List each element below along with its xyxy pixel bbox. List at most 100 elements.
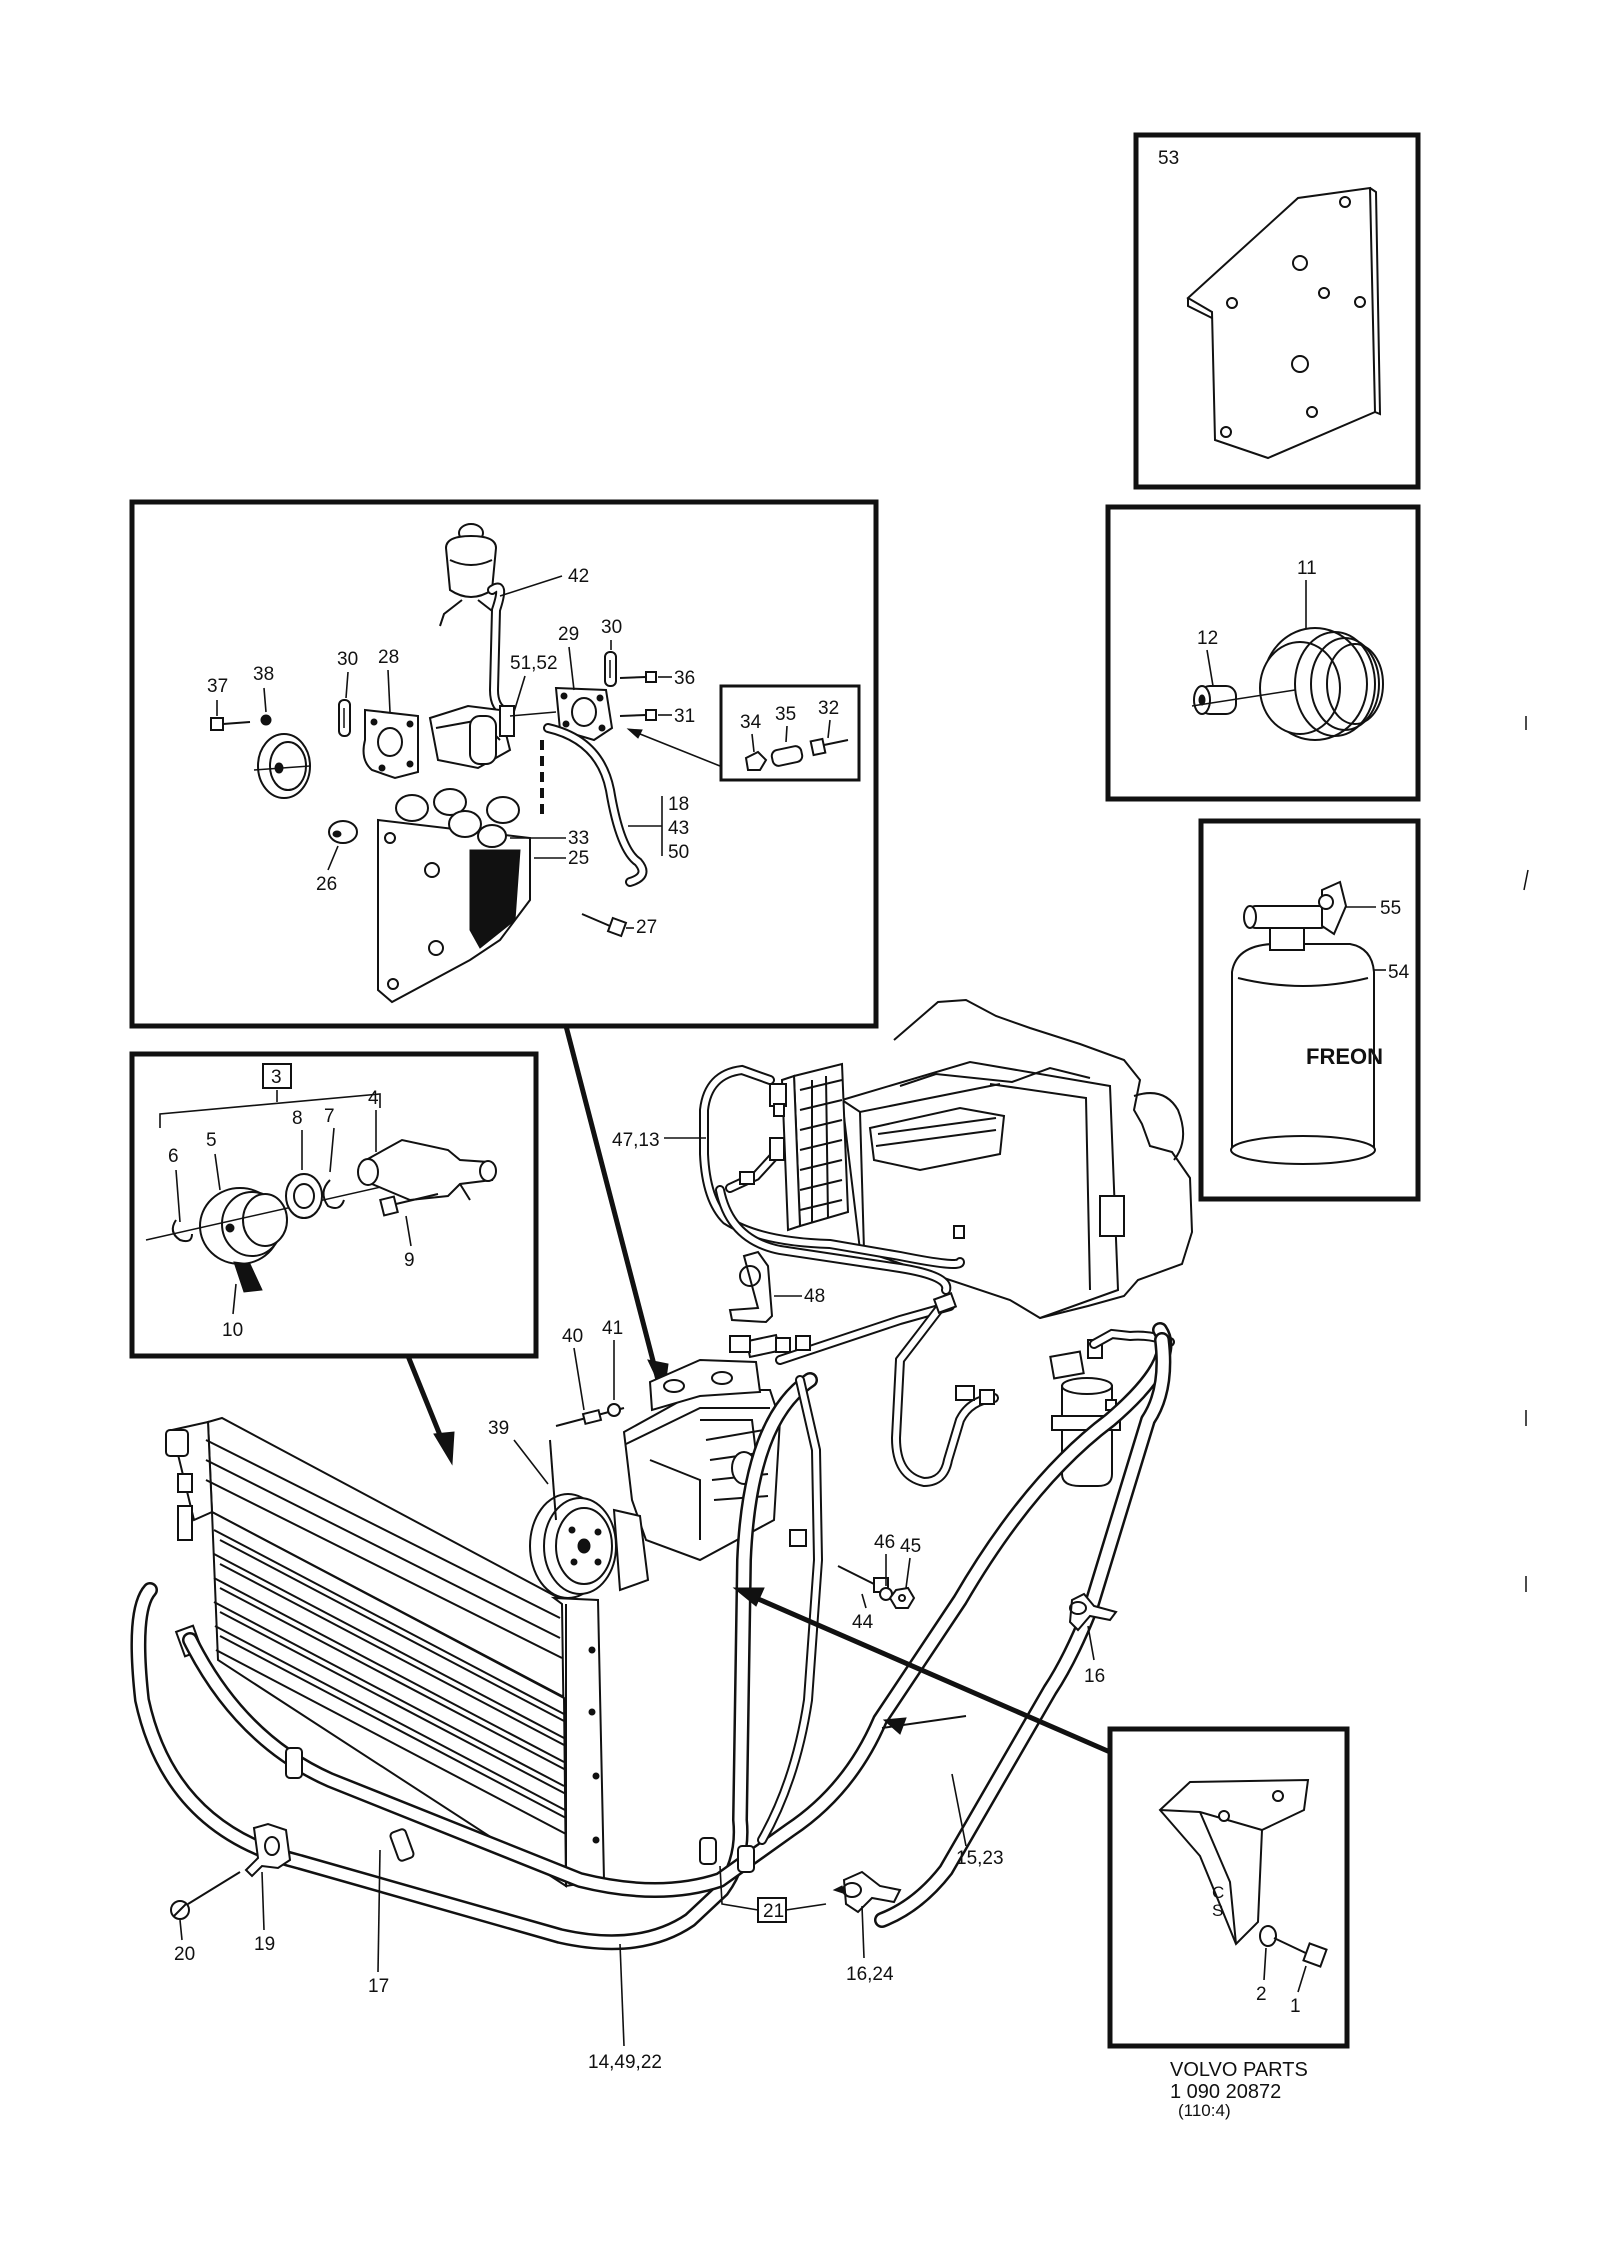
clip-21: [737, 1845, 755, 1873]
clamp-16: [1068, 1592, 1118, 1632]
evaporator-hoses-47-13: [699, 1064, 965, 1295]
bolt-27: [581, 913, 628, 938]
label-10: 10: [222, 1320, 243, 1341]
inset-box-53: 53: [1133, 132, 1421, 490]
label-31: 31: [674, 706, 695, 727]
label-21: 21: [763, 1901, 784, 1922]
label-25: 25: [568, 848, 589, 869]
bracket-29: [554, 686, 614, 742]
label-43: 43: [668, 818, 689, 839]
valve-55: [1243, 880, 1348, 951]
label-53: 53: [1158, 148, 1179, 169]
bolt-1: [1273, 1937, 1328, 1968]
label-45: 45: [900, 1536, 921, 1557]
clip-17: [389, 1828, 415, 1862]
label-39: 39: [488, 1418, 509, 1439]
label-19: 19: [254, 1934, 275, 1955]
clip-condenser-hose: [285, 1747, 303, 1779]
hose-drier-to-clip: [874, 1332, 1172, 1928]
footer-line-2: 1 090 20872: [1170, 2081, 1281, 2103]
pulley-11: [1259, 627, 1384, 741]
label-46: 46: [874, 1532, 895, 1553]
washer-38: [260, 714, 272, 726]
spacer-30-left: [338, 699, 351, 737]
svg-text:C: C: [1212, 1883, 1224, 1902]
label-28: 28: [378, 647, 399, 668]
bolt-31: [619, 709, 657, 721]
label-33: 33: [568, 828, 589, 849]
pump-body: [428, 704, 515, 770]
inset-box-pump-assembly: 42: [129, 499, 879, 1029]
clamp-48: [728, 1250, 774, 1324]
label-3: 3: [271, 1067, 282, 1088]
label-42: 42: [568, 566, 589, 587]
bushings-33: [395, 788, 520, 848]
label-1: 1: [1290, 1996, 1301, 2017]
bolt-9: [379, 1193, 439, 1217]
label-51-52: 51,52: [510, 653, 558, 674]
reservoir-42: [439, 523, 498, 627]
inset-sub-box-34-35-32: 34 35 32: [719, 684, 861, 782]
label-17: 17: [368, 1976, 389, 1997]
bolt-36: [619, 671, 657, 683]
label-14-49-22: 14,49,22: [588, 2052, 662, 2073]
compressor-clutch-pulley: [529, 1493, 650, 1599]
inset-box-11-12: 11 12: [1105, 504, 1421, 802]
label-3-box: [262, 1063, 292, 1089]
condenser: [165, 1416, 606, 1888]
freon-can-54: FREON: [1230, 943, 1383, 1165]
label-40: 40: [562, 1326, 583, 1347]
bearing-8: [285, 1173, 323, 1219]
hose-14-49-22: [130, 1372, 818, 1951]
label-44: 44: [852, 1612, 874, 1633]
label-16-24: 16,24: [846, 1964, 894, 1985]
parts-catalog-footer: VOLVO PARTS 1 090 20872 (110:4): [1170, 2059, 1308, 2120]
label-27: 27: [636, 917, 657, 938]
label-26: 26: [316, 874, 337, 895]
label-18: 18: [668, 794, 689, 815]
label-9: 9: [404, 1250, 415, 1271]
evaporator-unit: [769, 998, 1194, 1320]
label-7: 7: [324, 1106, 335, 1127]
label-5: 5: [206, 1130, 217, 1151]
footer-line-3: (110:4): [1178, 2101, 1231, 2120]
label-8: 8: [292, 1108, 303, 1129]
bushing-12: [1193, 685, 1237, 715]
label-32: 32: [818, 698, 839, 719]
washer-2: [1259, 1925, 1277, 1947]
spacer-30-right: [604, 651, 617, 687]
bracket-support: C S: [1158, 1778, 1310, 1946]
clip-hose-right: [699, 1837, 717, 1865]
label-11: 11: [1297, 558, 1317, 579]
screw-20: [170, 1871, 241, 1920]
label-50: 50: [668, 842, 689, 863]
clamp-16-24: [832, 1870, 902, 1914]
key-10: [233, 1261, 263, 1293]
clutch-hub-5: [199, 1187, 288, 1265]
circlip-6: [171, 1219, 193, 1243]
pump-pulley: [253, 733, 311, 799]
label-20: 20: [174, 1944, 195, 1965]
label-38: 38: [253, 664, 274, 685]
freon-label: FREON: [1306, 1044, 1383, 1069]
bushing-26: [328, 820, 358, 844]
inset-box-54-55: 55 54 FREON: [1198, 818, 1421, 1202]
label-36: 36: [674, 668, 695, 689]
ring-7: [322, 1179, 345, 1209]
label-37: 37: [207, 676, 228, 697]
label-16: 16: [1084, 1666, 1105, 1687]
label-2: 2: [1256, 1984, 1267, 2005]
bracket-28: [362, 708, 419, 780]
label-29: 29: [558, 624, 579, 645]
shaft-4: [357, 1138, 497, 1202]
bracket-19: [244, 1822, 292, 1878]
label-48: 48: [804, 1286, 825, 1307]
label-41: 41: [602, 1318, 623, 1339]
label-34: 34: [740, 712, 762, 733]
label-6: 6: [168, 1146, 179, 1167]
label-30-left: 30: [337, 649, 358, 670]
label-35: 35: [775, 704, 796, 725]
inset-box-1-2: C S 2 1: [1107, 1726, 1350, 2049]
bolt-37: [210, 717, 251, 731]
